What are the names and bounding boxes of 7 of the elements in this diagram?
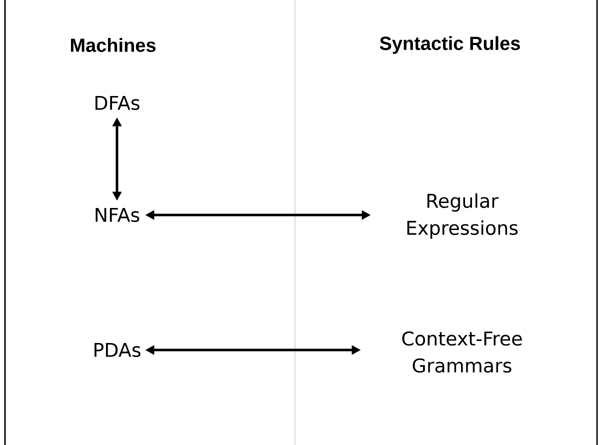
node-text: Context-Free Grammars (402, 331, 522, 373)
column-heading: Machines (70, 38, 156, 52)
node-text: DFAs (96, 96, 140, 110)
node-text: Regular Expressions (407, 193, 518, 239)
node-text: PDAs (94, 342, 140, 358)
node-text: NFAs (96, 208, 140, 222)
column-heading: Syntactic Rules (380, 36, 520, 54)
